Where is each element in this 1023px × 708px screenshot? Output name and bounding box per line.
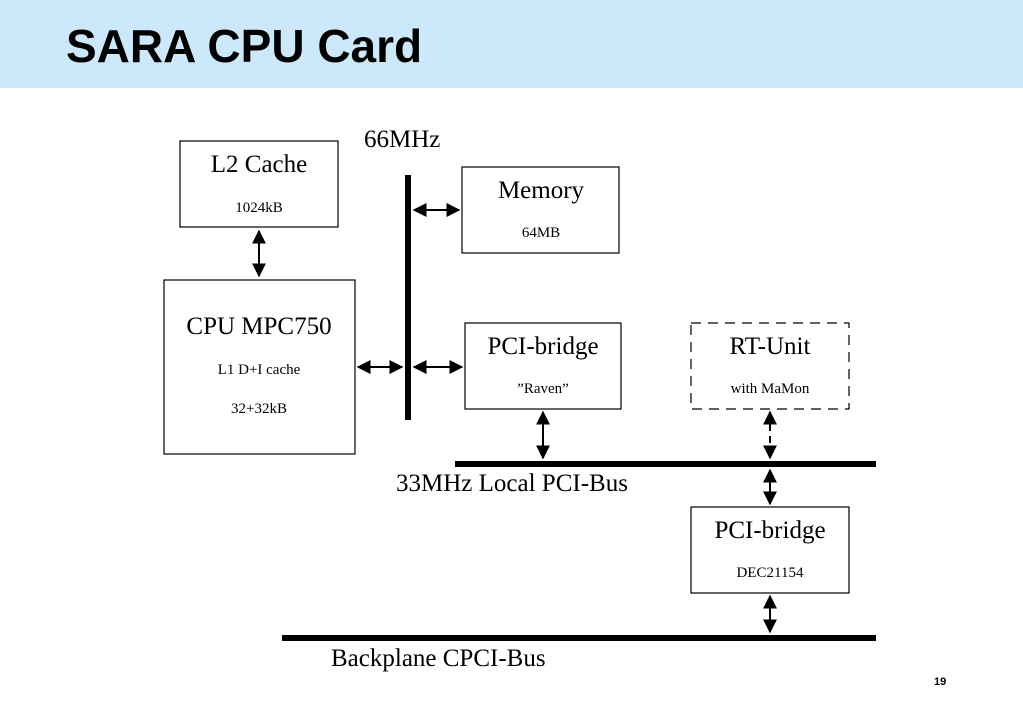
memory-size: 64MB <box>522 225 560 241</box>
bus-66mhz-vertical <box>405 175 411 420</box>
bus-33mhz-label: 33MHz Local PCI-Bus <box>396 470 628 497</box>
memory-box: Memory 64MB <box>461 166 620 254</box>
pci-bridge-dec-name: DEC21154 <box>737 565 804 581</box>
rt-unit-title: RT-Unit <box>730 333 811 360</box>
bus-backplane-cpci <box>282 635 876 641</box>
page-number: 19 <box>934 676 947 688</box>
slide-title: SARA CPU Card <box>66 20 423 72</box>
rt-unit-box: RT-Unit with MaMon <box>690 322 850 410</box>
rt-unit-desc: with MaMon <box>731 381 810 397</box>
cpu-cache-label: L1 D+I cache <box>218 362 301 378</box>
slide-header: SARA CPU Card <box>0 0 1023 88</box>
cpu-box: CPU MPC750 L1 D+I cache 32+32kB <box>163 279 356 455</box>
pci-bridge-raven-name: ”Raven” <box>517 381 569 397</box>
bus-33mhz-local-pci <box>455 461 876 467</box>
pci-bridge-raven-title: PCI-bridge <box>487 333 598 360</box>
pci-bridge-dec-box: PCI-bridge DEC21154 <box>690 506 850 594</box>
l2-cache-title: L2 Cache <box>211 151 307 178</box>
cpu-cache-size: 32+32kB <box>231 401 287 417</box>
memory-title: Memory <box>498 177 585 204</box>
bus-66mhz-label: 66MHz <box>364 126 440 153</box>
l2-cache-size: 1024kB <box>235 200 283 216</box>
pci-bridge-dec-title: PCI-bridge <box>714 517 825 544</box>
l2-cache-box: L2 Cache 1024kB <box>179 140 339 228</box>
bus-backplane-label: Backplane CPCI-Bus <box>331 645 546 672</box>
cpu-title: CPU MPC750 <box>186 313 331 340</box>
pci-bridge-raven-box: PCI-bridge ”Raven” <box>464 322 622 410</box>
